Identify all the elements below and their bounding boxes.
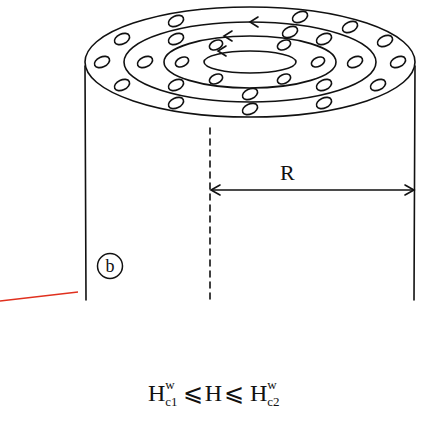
arrow-head (405, 185, 414, 195)
index-stack: w c1 (165, 378, 177, 408)
superscript: w (165, 378, 177, 391)
cylinder-side (85, 66, 86, 300)
vortex (136, 24, 365, 102)
ring-arrow (250, 17, 258, 27)
ring-arrow (224, 31, 232, 41)
axis-line (209, 128, 211, 300)
index-stack: w c2 (267, 378, 279, 408)
red-line (0, 292, 78, 301)
relation-sign: ⩽ (183, 381, 203, 405)
radius-label: R (280, 160, 295, 186)
field-range: Hwc1⩽H⩽Hwc2 (148, 378, 283, 408)
field-symbol: H (148, 381, 165, 405)
panel-letter: b (96, 257, 124, 275)
field-symbol: H (205, 381, 222, 405)
superscript: w (267, 378, 279, 391)
vortex (174, 38, 326, 86)
arrow-head (211, 185, 220, 195)
subscript: c1 (165, 395, 177, 408)
cylinder-side (414, 66, 415, 300)
vortex (93, 9, 408, 117)
relation-sign: ⩽ (224, 381, 244, 405)
subscript: c2 (267, 395, 279, 408)
current-ring (204, 51, 296, 73)
current-ring (164, 36, 336, 88)
field-symbol: H (250, 381, 267, 405)
current-ring (124, 22, 376, 102)
radius-line (212, 189, 413, 191)
top-face (85, 7, 415, 117)
circled-letter: b (96, 252, 124, 280)
